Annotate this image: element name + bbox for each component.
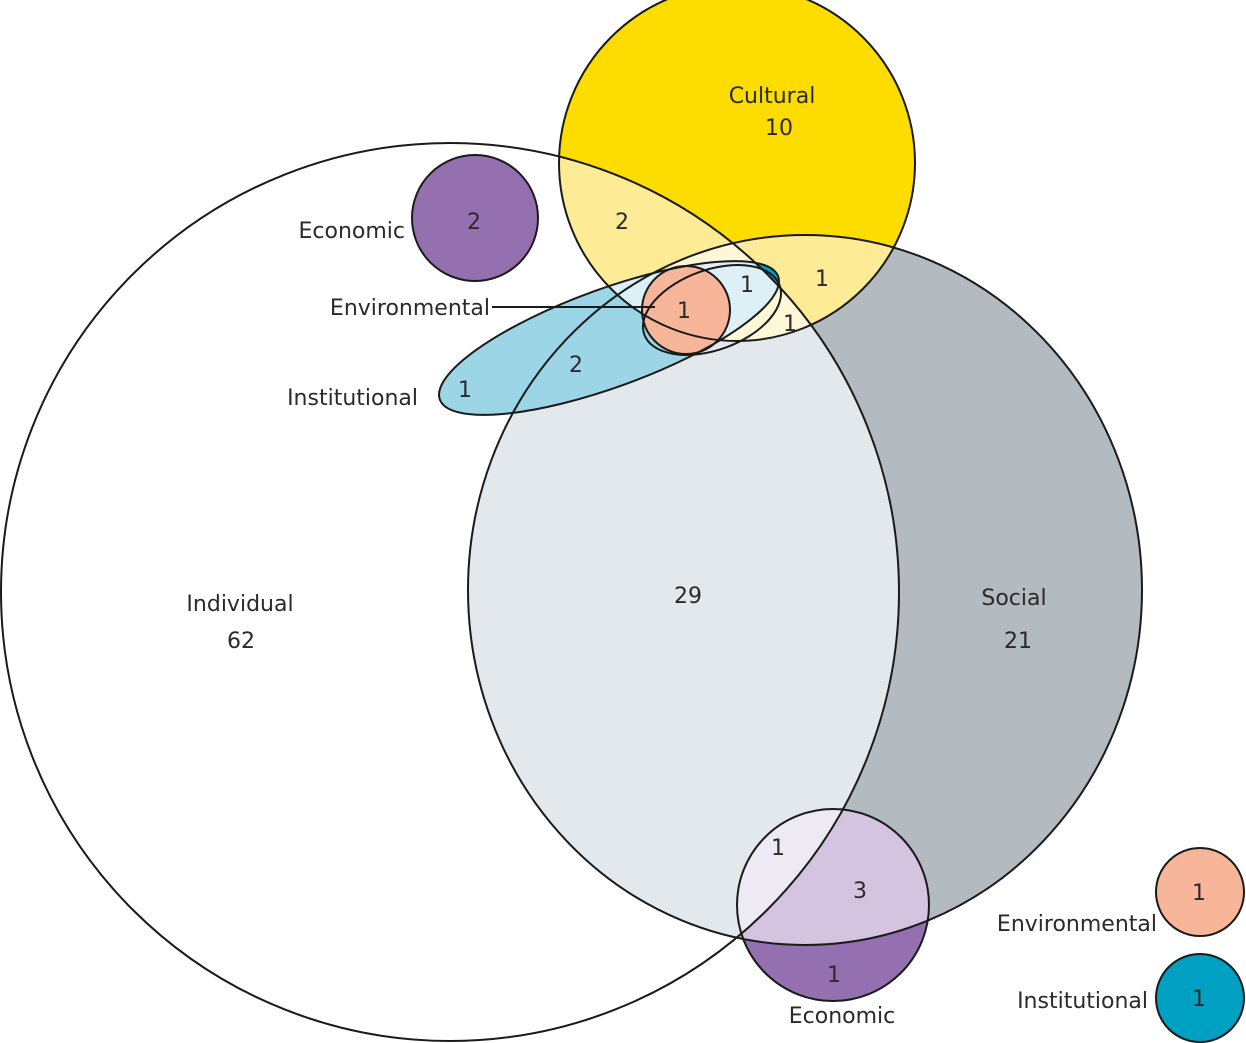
count-institutional-alone: 1 <box>1192 987 1206 1012</box>
economic-top-outline <box>411 154 539 282</box>
economic-bottom-outline <box>736 808 930 1002</box>
count-environmental-alone: 1 <box>1192 881 1206 906</box>
count-cultural-individual-social: 1 <box>783 312 797 337</box>
count-economic-only: 1 <box>827 963 841 988</box>
count-cultural-only: 10 <box>765 116 793 141</box>
economic-bottom-label: Economic <box>789 1004 896 1029</box>
inner-ellipse-outline <box>641 264 783 356</box>
environmental-legend-label: Environmental <box>997 912 1157 937</box>
cultural-label: Cultural <box>729 84 816 109</box>
environmental-top-label: Environmental <box>330 296 490 321</box>
institutional-legend-label: Institutional <box>1017 989 1148 1014</box>
cultural-outline <box>558 0 916 342</box>
count-institutional-individual: 2 <box>569 353 583 378</box>
environmental-core-circle <box>642 266 730 354</box>
count-individual-social: 29 <box>674 584 702 609</box>
institutional-top-label: Institutional <box>287 386 418 411</box>
count-institutional-cultural: 1 <box>740 273 754 298</box>
count-cultural-individual: 2 <box>615 210 629 235</box>
individual-outline <box>0 142 900 1042</box>
social-outline <box>467 234 1143 946</box>
institutional-outline <box>438 260 780 416</box>
individual-social-overlap <box>468 235 899 945</box>
count-institutional-only: 1 <box>458 378 472 403</box>
environmental-core-outline <box>641 265 731 355</box>
environmental-legend-circle <box>1156 848 1244 936</box>
social-label: Social <box>981 586 1046 611</box>
count-cultural-social: 1 <box>815 267 829 292</box>
count-economic-social: 3 <box>853 879 867 904</box>
count-economic-top: 2 <box>467 210 481 235</box>
economic-top-circle <box>412 155 538 281</box>
institutional-legend-outline <box>1155 953 1245 1043</box>
count-economic-individual-social: 1 <box>771 836 785 861</box>
count-environmental-core: 1 <box>677 299 691 324</box>
environmental-legend-outline <box>1155 847 1245 937</box>
count-social-only: 21 <box>1004 629 1032 654</box>
economic-top-label: Economic <box>299 219 406 244</box>
individual-label: Individual <box>186 592 293 617</box>
institutional-legend-circle <box>1156 954 1244 1042</box>
count-individual-only: 62 <box>227 629 255 654</box>
